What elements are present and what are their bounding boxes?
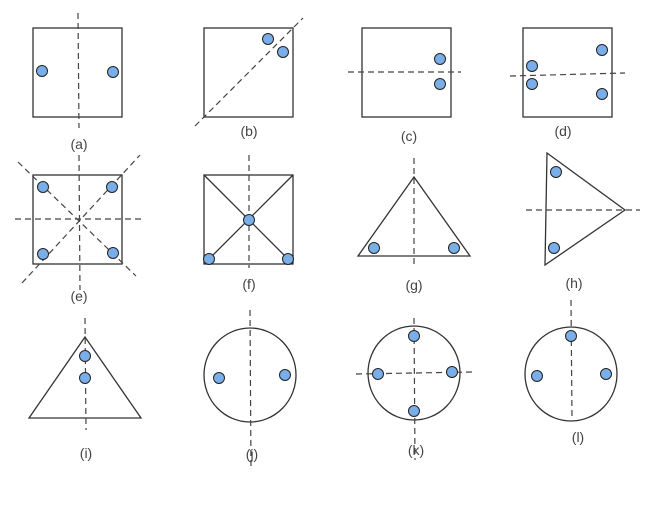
panel-label: (j)	[246, 446, 258, 462]
dot	[106, 181, 118, 193]
panel-label: (g)	[405, 277, 422, 293]
panel-label: (i)	[80, 445, 92, 461]
dot	[279, 369, 291, 381]
dot	[213, 372, 225, 384]
square	[522, 27, 613, 118]
symmetry-axis	[78, 154, 81, 291]
circle	[203, 327, 297, 423]
symmetry-axis	[509, 72, 626, 77]
dot	[203, 253, 215, 265]
triangle	[356, 175, 472, 257]
dot	[107, 247, 119, 259]
dot	[526, 78, 538, 90]
triangle	[27, 335, 143, 419]
symmetry-axis	[194, 17, 304, 127]
panel-label: (h)	[565, 275, 582, 291]
dot	[37, 181, 49, 193]
panel-label: (k)	[408, 442, 424, 458]
symmetry-axis	[84, 317, 87, 431]
dot	[79, 350, 91, 362]
dot	[277, 46, 289, 58]
dot	[550, 166, 562, 178]
dot	[37, 248, 49, 260]
panel-k: (k)	[355, 317, 473, 461]
panel-c: (c)	[348, 27, 461, 144]
panel-d: (d)	[509, 27, 626, 139]
panel-b: (b)	[194, 17, 304, 139]
dot	[79, 372, 91, 384]
panel-label: (l)	[572, 429, 584, 445]
square	[32, 174, 123, 265]
square	[361, 27, 452, 118]
dot	[446, 366, 458, 378]
dot	[408, 405, 420, 417]
panel-label: (c)	[401, 128, 417, 144]
dot	[243, 214, 255, 226]
panel-f: (f)	[203, 155, 294, 292]
triangle	[544, 151, 627, 267]
panel-label: (a)	[70, 136, 87, 152]
dot	[262, 33, 274, 45]
symmetry-axis	[77, 12, 80, 129]
dot	[448, 242, 460, 254]
panel-a: (a)	[32, 12, 123, 152]
panel-label: (f)	[242, 276, 255, 292]
panel-g: (g)	[356, 158, 472, 293]
dot	[600, 368, 612, 380]
square	[32, 27, 123, 118]
panel-l: (l)	[524, 299, 618, 445]
dot	[526, 60, 538, 72]
dot	[434, 78, 446, 90]
panel-label: (e)	[70, 288, 87, 304]
dot	[596, 44, 608, 56]
panel-h: (h)	[526, 151, 640, 291]
dot	[531, 370, 543, 382]
dot	[548, 242, 560, 254]
symmetry-axis	[21, 154, 141, 284]
dot	[565, 330, 577, 342]
dot	[408, 330, 420, 342]
dot	[107, 66, 119, 78]
dot	[372, 368, 384, 380]
panel-label: (b)	[240, 123, 257, 139]
dot	[282, 253, 294, 265]
circle	[367, 325, 461, 421]
panel-j: (j)	[203, 309, 297, 471]
dot	[36, 65, 48, 77]
symmetry-axis	[249, 309, 252, 471]
symmetry-axis	[17, 161, 137, 277]
panel-label: (d)	[554, 123, 571, 139]
dot	[368, 242, 380, 254]
dot	[596, 88, 608, 100]
square	[203, 27, 294, 118]
circle	[524, 326, 618, 422]
symmetry-axis	[570, 299, 573, 421]
panel-e: (e)	[15, 154, 142, 304]
dot	[434, 53, 446, 65]
panel-i: (i)	[27, 317, 143, 461]
